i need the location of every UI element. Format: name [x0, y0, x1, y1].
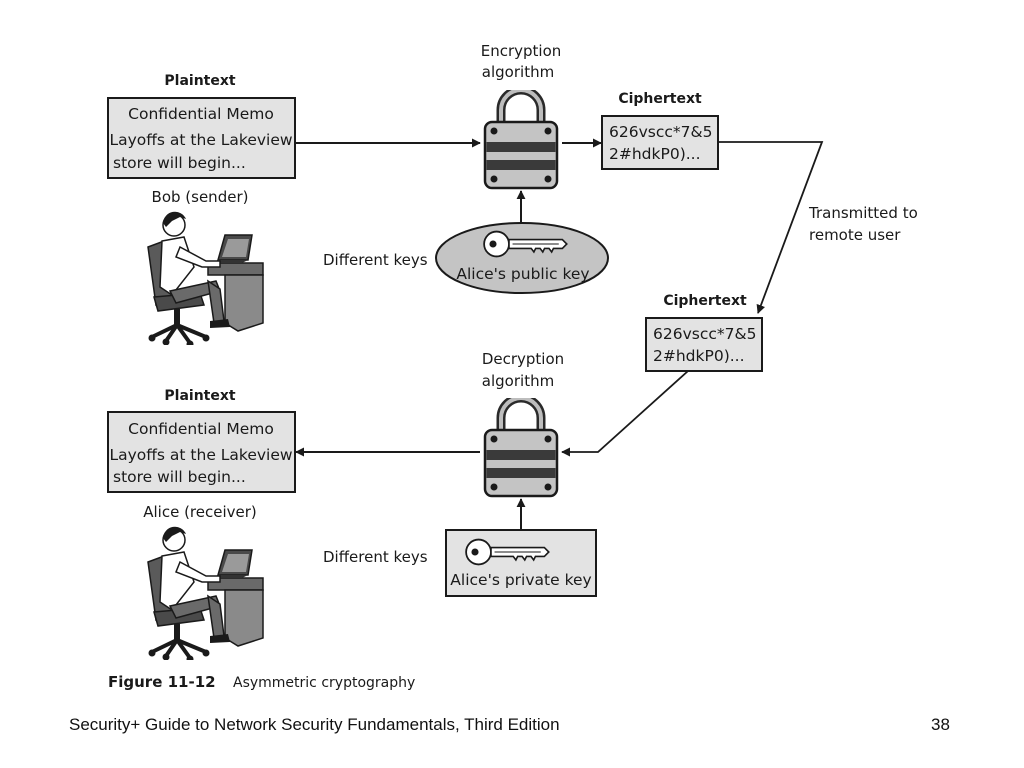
private-key-label: Alice's private key	[450, 571, 591, 589]
footer-title: Security+ Guide to Network Security Fund…	[69, 715, 560, 734]
encryption-label-line-2: algorithm	[482, 63, 554, 81]
bottom-plaintext-label: Plaintext	[164, 388, 235, 404]
decryption-label-line-2: algorithm	[482, 372, 554, 390]
encryption-lock-icon	[485, 90, 557, 188]
transmitted-label-line-2: remote user	[809, 226, 901, 244]
top-plaintext-line-2: Layoffs at the Lakeview	[109, 131, 292, 149]
decryption-label-line-1: Decryption	[482, 350, 564, 368]
ciphertext-to-decryption-line	[561, 370, 689, 457]
private-key-box	[445, 529, 597, 597]
public-key-label: Alice's public key	[456, 265, 589, 283]
bottom-plaintext-box	[107, 411, 296, 493]
page-number: 38	[931, 715, 950, 734]
top-ciphertext-line-2: 2#hdkP0)...	[609, 145, 701, 163]
bob-label: Bob (sender)	[152, 188, 249, 206]
transmission-line	[718, 141, 824, 314]
figure-number: Figure 11-12	[108, 673, 216, 691]
top-ciphertext-line-1: 626vscc*7&5	[609, 123, 712, 141]
encryption-label-line-1: Encryption	[481, 42, 562, 60]
bottom-plaintext-line-2: Layoffs at the Lakeview	[109, 446, 292, 464]
bottom-plaintext-line-1: Confidential Memo	[128, 420, 274, 438]
top-different-keys-label: Different keys	[323, 251, 428, 269]
bottom-ciphertext-line-1: 626vscc*7&5	[653, 325, 756, 343]
top-plaintext-box	[107, 97, 296, 179]
bob-person-icon	[146, 209, 265, 345]
alice-label: Alice (receiver)	[143, 503, 257, 521]
top-plaintext-label: Plaintext	[164, 73, 235, 89]
bottom-ciphertext-box	[645, 317, 763, 372]
bottom-ciphertext-line-2: 2#hdkP0)...	[653, 347, 745, 365]
top-plaintext-line-3: store will begin...	[113, 154, 246, 172]
figure-caption: Asymmetric cryptography	[233, 675, 415, 691]
alice-person-icon	[146, 524, 265, 660]
decryption-lock-icon	[485, 398, 557, 496]
bottom-ciphertext-label: Ciphertext	[663, 293, 747, 309]
top-ciphertext-box	[601, 115, 719, 170]
bottom-different-keys-label: Different keys	[323, 548, 428, 566]
top-ciphertext-label: Ciphertext	[618, 91, 702, 107]
bottom-plaintext-line-3: store will begin...	[113, 468, 246, 486]
top-plaintext-line-1: Confidential Memo	[128, 105, 274, 123]
transmitted-label-line-1: Transmitted to	[808, 204, 918, 222]
